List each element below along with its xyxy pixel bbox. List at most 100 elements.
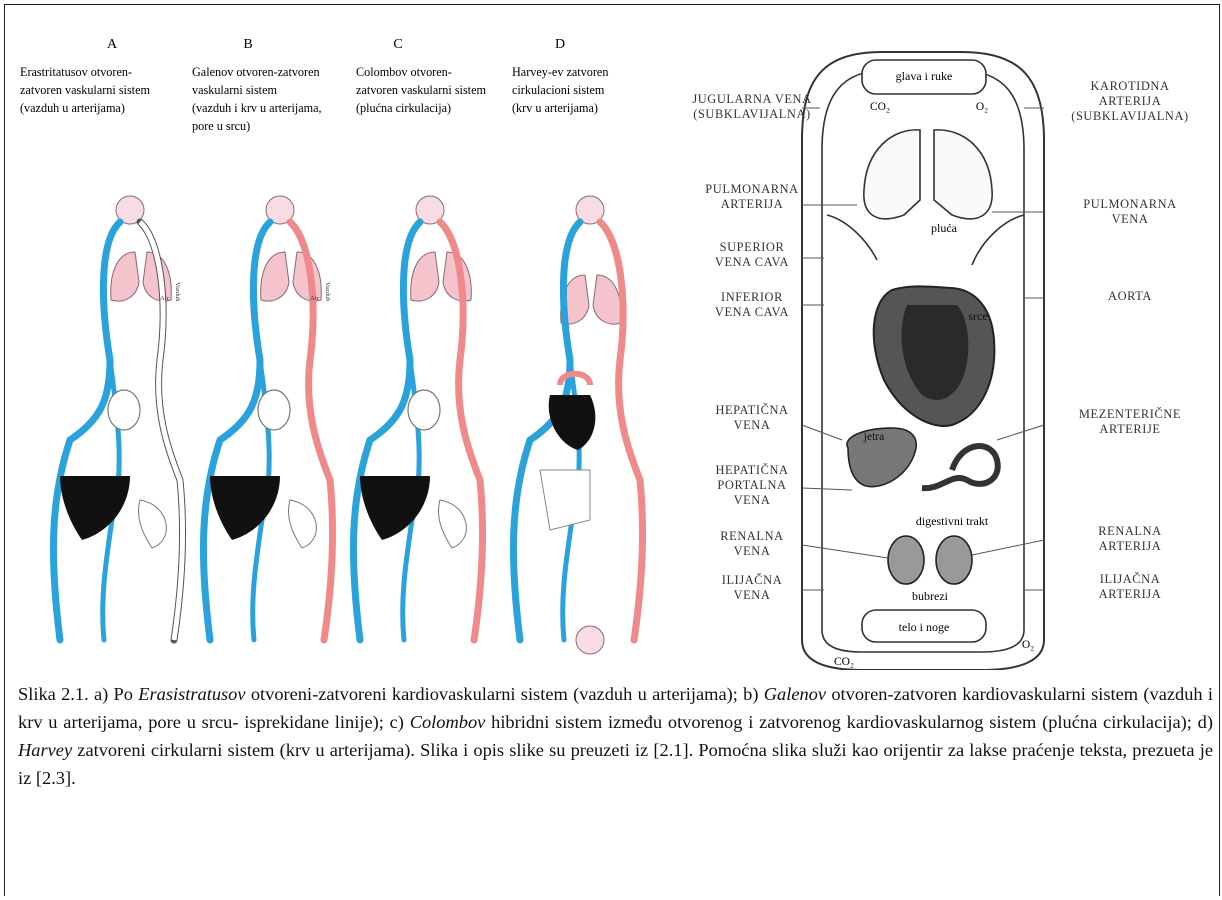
spleen-b bbox=[289, 500, 317, 548]
vein-main-c bbox=[353, 222, 420, 640]
gas-co2-bottom: CO₂ bbox=[834, 656, 854, 668]
history-panels: A Erastritatusov otvoren-zatvoren vaskula… bbox=[0, 0, 660, 670]
diagram-left-label: VENA bbox=[734, 493, 771, 507]
vein-main-a bbox=[53, 222, 120, 640]
diagram-left-label: VENA bbox=[734, 544, 771, 558]
diagram-right-label: ARTERIJA bbox=[1099, 539, 1162, 553]
heart-b bbox=[258, 390, 290, 430]
heart-d bbox=[549, 395, 596, 450]
diagram-left-label: JUGULARNA VENA bbox=[692, 92, 811, 106]
panel-d-title-line: (krv u arterijama) bbox=[512, 101, 598, 115]
organ-head-label: glava i ruke bbox=[896, 69, 953, 83]
spleen-c bbox=[439, 500, 467, 548]
left-lung-b bbox=[261, 252, 289, 301]
organ-gut-label: digestivni trakt bbox=[916, 514, 989, 528]
caption-label: Slika 2.1. a) Po bbox=[18, 684, 138, 704]
leg-capillaries-d bbox=[576, 626, 604, 654]
diagram-left-label: VENA CAVA bbox=[715, 305, 789, 319]
caption-text-d: zatvoreni cirkularni sistem (krv u arter… bbox=[18, 740, 1213, 788]
diagram-left-label: (SUBKLAVIJALNA) bbox=[693, 107, 811, 121]
caption-name-c: Colombov bbox=[410, 712, 486, 732]
diagram-left-label: INFERIOR bbox=[721, 290, 783, 304]
diagram-left-label: HEPATIČNA bbox=[715, 403, 788, 417]
panel-b-title-line: Galenov otvoren-zatvoren bbox=[192, 65, 320, 79]
gas-o2-bottom: O₂ bbox=[1022, 639, 1034, 651]
spleen-a bbox=[139, 500, 167, 548]
diagram-left-label: VENA bbox=[734, 588, 771, 602]
caption-name-d: Harvey bbox=[18, 740, 72, 760]
left-kidney bbox=[888, 536, 924, 584]
diagram-left-label: HEPATIČNA bbox=[715, 463, 788, 477]
panel-letter-c: C bbox=[393, 37, 402, 52]
organ-heart-label: srce bbox=[968, 309, 987, 323]
caption-text-c: hibridni sistem između otvorenog i zatvo… bbox=[485, 712, 1213, 732]
left-lung-c bbox=[411, 252, 439, 301]
caption-name-a: Erasistratusov bbox=[138, 684, 245, 704]
diagram-right-label: MEZENTERIČNE bbox=[1079, 407, 1181, 421]
right-lung bbox=[934, 130, 992, 219]
diagram-right-label: (SUBKLAVIJALNA) bbox=[1071, 109, 1189, 123]
diagram-right-label: KAROTIDNA bbox=[1090, 79, 1169, 93]
diagram-right-label: ARTERIJA bbox=[1099, 94, 1162, 108]
panel-b-title-line: pore u srcu) bbox=[192, 119, 250, 133]
panel-letter-b: B bbox=[243, 37, 252, 52]
diagram-right-label: ILIJAČNA bbox=[1100, 572, 1161, 586]
left-lung bbox=[864, 130, 920, 219]
liver-c bbox=[360, 476, 430, 540]
pulmonary-artery bbox=[827, 215, 1024, 265]
organ-lungs-label: pluća bbox=[931, 221, 958, 235]
panel-a-side-label: Vazduh bbox=[174, 282, 181, 302]
digestive-tract bbox=[922, 446, 998, 488]
panel-letter-a: A bbox=[107, 37, 118, 52]
panel-a-title-line: Erastritatusov otvoren- bbox=[20, 65, 132, 79]
liver-b bbox=[210, 476, 280, 540]
right-kidney bbox=[936, 536, 972, 584]
panel-d-drawing bbox=[513, 196, 642, 654]
diagram-right-label: PULMONARNA bbox=[1083, 197, 1176, 211]
panel-b-title-line: vaskularni sistem bbox=[192, 83, 277, 97]
gas-co2-top: CO₂ bbox=[870, 101, 890, 113]
right-lung-d bbox=[593, 275, 621, 324]
diagram-left-label: VENA bbox=[734, 418, 771, 432]
liver-a bbox=[60, 476, 130, 540]
left-lung-a bbox=[111, 252, 139, 301]
panel-c-drawing bbox=[353, 196, 482, 640]
panel-d-title-line: Harvey-ev zatvoren bbox=[512, 65, 608, 79]
diagram-left-label: ILIJAČNA bbox=[722, 573, 783, 587]
panel-letter-d: D bbox=[555, 37, 565, 52]
heart-a bbox=[108, 390, 140, 430]
diagram-left-label: ARTERIJA bbox=[721, 197, 784, 211]
panel-b-title-line: (vazduh i krv u arterijama, bbox=[192, 101, 322, 115]
heart-c bbox=[408, 390, 440, 430]
figure-caption: Slika 2.1. a) Po Erasistratusov otvoreni… bbox=[18, 680, 1213, 792]
diagram-right-label: RENALNA bbox=[1098, 524, 1161, 538]
vein-main-b bbox=[203, 222, 270, 640]
panel-a-title-line: zatvoren vaskularni sistem bbox=[20, 83, 150, 97]
panel-c-title-line: Colombov otvoren- bbox=[356, 65, 452, 79]
organ-liver-label: jetra bbox=[863, 431, 884, 443]
diagram-left-label: PULMONARNA bbox=[705, 182, 798, 196]
circulation-diagram: glava i ruke pluća srce jetra digestivni… bbox=[652, 0, 1222, 670]
panel-d-title-line: cirkulacioni sistem bbox=[512, 83, 605, 97]
caption-name-b: Galenov bbox=[764, 684, 826, 704]
organ-legs-label: telo i noge bbox=[899, 620, 950, 634]
diagram-left-label: SUPERIOR bbox=[720, 240, 785, 254]
diagram-left-label: RENALNA bbox=[720, 529, 783, 543]
caption-text-a: otvoreni-zatvoreni kardiovaskularni sist… bbox=[246, 684, 764, 704]
organ-kidneys-label: bubrezi bbox=[912, 589, 949, 603]
diagram-left-label: PORTALNA bbox=[717, 478, 786, 492]
panel-c-title-line: zatvoren vaskularni sistem bbox=[356, 83, 486, 97]
panel-a-side-label: Air bbox=[160, 295, 170, 302]
diagram-right-label: ARTERIJE bbox=[1099, 422, 1160, 436]
diagram-right-label: AORTA bbox=[1108, 289, 1152, 303]
diagram-left-label: VENA CAVA bbox=[715, 255, 789, 269]
diagram-right-label: VENA bbox=[1112, 212, 1149, 226]
diagram-right-label: ARTERIJA bbox=[1099, 587, 1162, 601]
liver-outline-d bbox=[540, 470, 590, 530]
gas-o2-top: O₂ bbox=[976, 101, 988, 113]
panel-a-title-line: (vazduh u arterijama) bbox=[20, 101, 125, 115]
panel-b-side-label: Vazduh bbox=[324, 282, 331, 302]
panel-b-side-label: Air bbox=[310, 295, 320, 302]
